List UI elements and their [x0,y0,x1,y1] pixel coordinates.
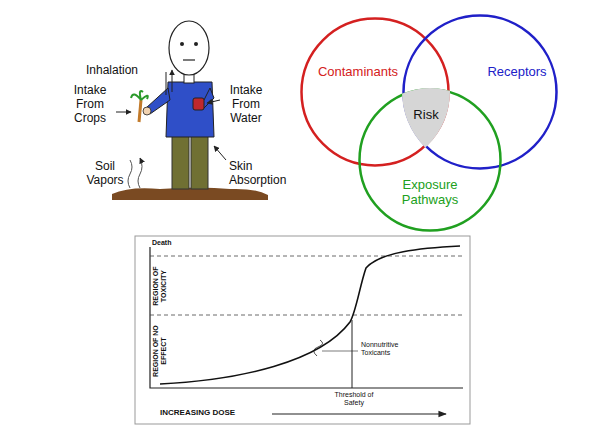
circle-outline [360,90,501,231]
chart-frame [135,236,470,424]
node-label: Receptors [477,65,557,80]
axes [150,247,463,388]
axis-title: INCREASING DOSE [160,408,270,417]
water-arrow [207,100,220,103]
risk-intersection: Risk [398,86,456,150]
mouth [183,59,195,60]
dose-response-chart [135,236,470,424]
hand [143,107,151,115]
eye [194,42,198,46]
pathway-label: Soil Vapors [84,160,126,188]
left-leg [172,135,189,189]
axis-label: Death [152,239,192,247]
node-label: Risk [401,108,451,123]
shirt [166,82,214,137]
dashed-line [150,256,462,257]
dose-arrow [272,413,446,414]
leader-line [314,340,323,356]
node-label: Contaminants [308,65,408,80]
carrot [139,100,141,122]
soil-ground [112,188,268,201]
right-leg [191,135,208,189]
crop-leaves [131,91,148,100]
region-label: REGION OF NO EFFECT [152,323,168,379]
crop-arrow [116,112,131,113]
water-cup [193,98,204,110]
threshold-label: Threshold of Safety [334,391,374,407]
dose-curve [160,246,460,384]
risk-fill [358,88,502,232]
head [169,21,209,75]
node-label: Exposure Pathways [385,178,475,208]
pathway-label: Inhalation [86,64,156,78]
pathway-label: Skin Absorption [229,160,301,188]
leader-line [322,351,358,352]
skin-arrow [214,146,226,160]
dashed-line [150,315,462,316]
region-label: REGION OF TOXICITY [152,260,168,312]
threshold-line [352,320,353,388]
soil-vapor-lines [128,158,142,188]
pathway-label: Intake From Water [222,84,270,125]
inhalation-arrows [166,70,172,95]
pathway-label: Intake From Crops [66,84,114,125]
eye [180,42,184,46]
curve-label: Nonnutritive Toxicants [361,341,417,357]
